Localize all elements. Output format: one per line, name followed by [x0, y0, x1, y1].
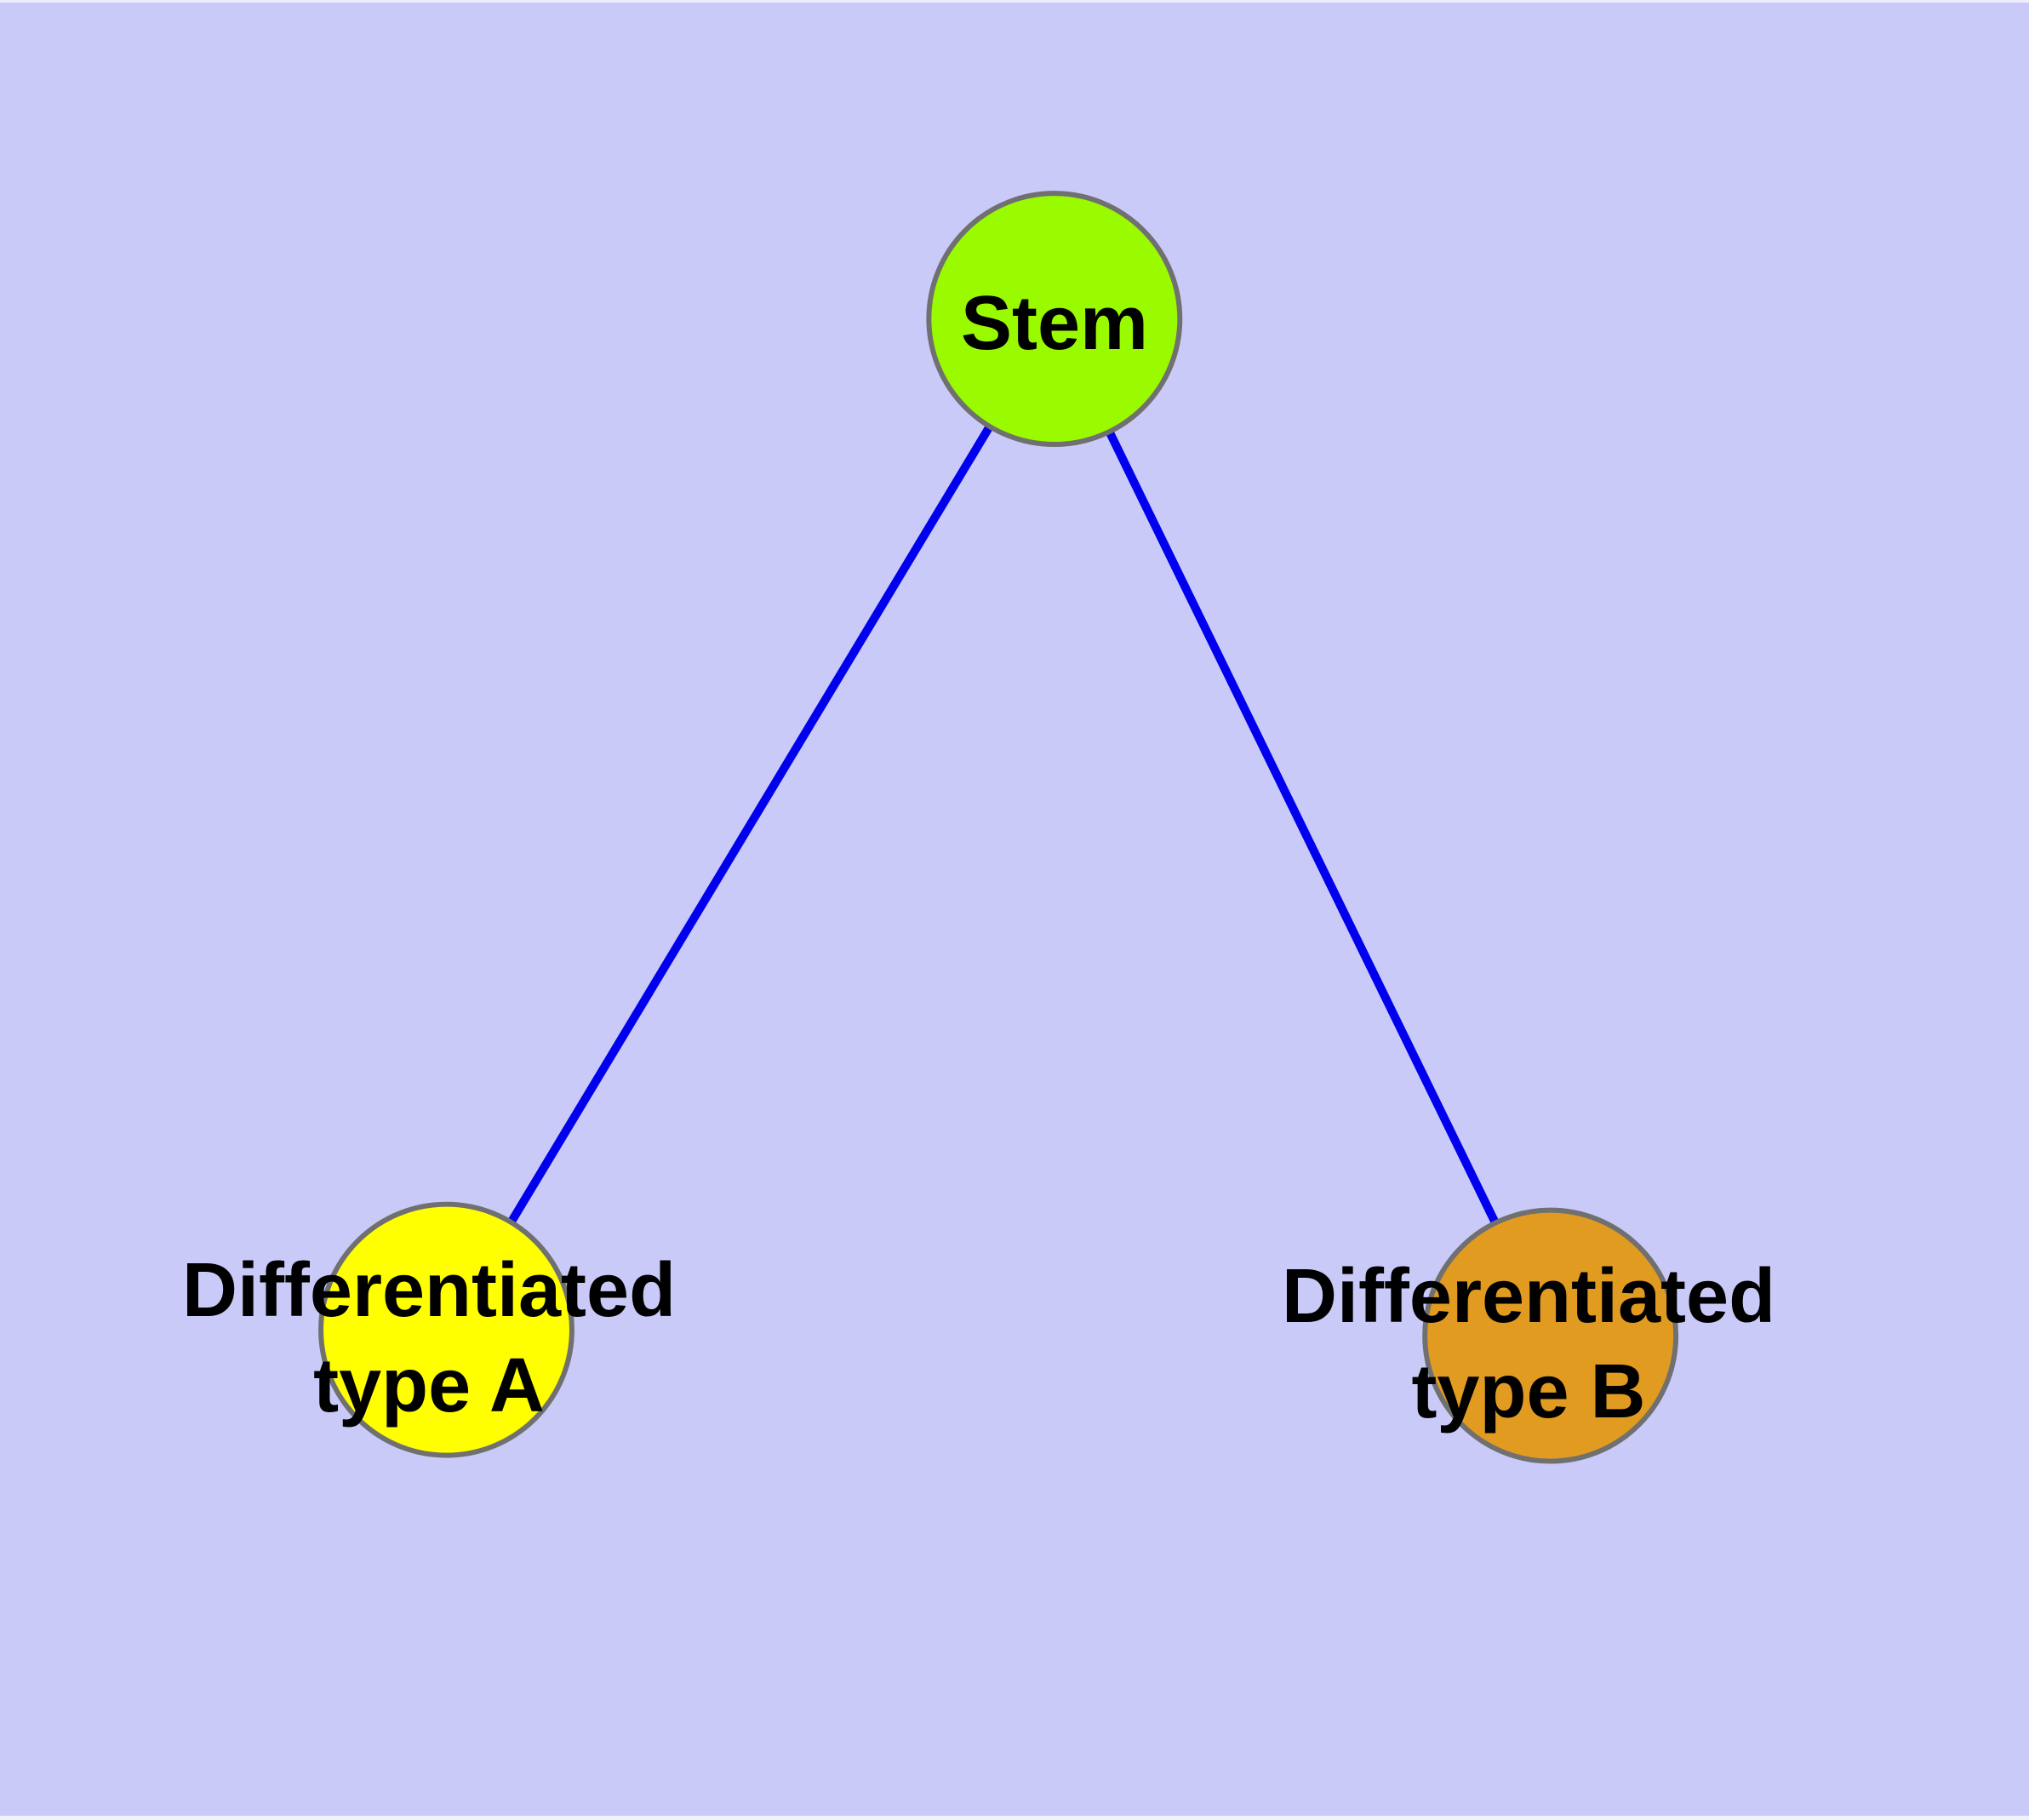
node-stem-circle[interactable]	[926, 191, 1183, 448]
node-layer	[318, 191, 1679, 1464]
graph-svg	[318, 191, 1679, 1464]
node-type-b-circle[interactable]	[1422, 1207, 1679, 1464]
edge-stem-to-type-a	[443, 317, 1059, 1332]
node-type-a-circle[interactable]	[318, 1201, 574, 1458]
edge-layer	[443, 317, 1555, 1338]
edge-stem-to-type-b	[1050, 317, 1555, 1338]
